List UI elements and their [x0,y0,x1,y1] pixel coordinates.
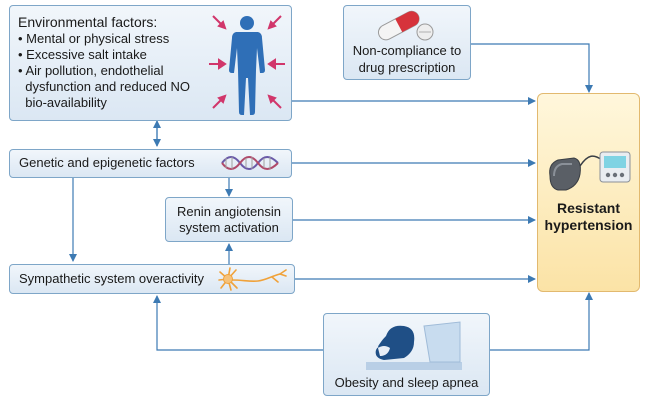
genetic-factors-label: Genetic and epigenetic factors [19,155,195,170]
sympathetic-box: Sympathetic system overactivity [9,264,295,294]
sleep-apnea-icon [366,321,462,370]
environmental-item: dysfunction and reduced NO [18,79,190,94]
renin-angiotensin-box: Renin angiotensin system activation [165,197,293,242]
environmental-factors-title: Environmental factors: [18,14,158,30]
arrow-noncompliance-to-result [471,43,593,93]
arrow-obesity-to-sympathetic [153,295,323,351]
environmental-factors-box: Environmental factors: • Mental or physi… [9,5,292,121]
environmental-item: • Air pollution, endothelial [18,63,164,78]
genetic-factors-box: Genetic and epigenetic factors [9,149,292,178]
obesity-sleep-apnea-box: Obesity and sleep apnea [323,313,490,396]
neuron-icon [218,267,287,291]
noncompliance-line1: Non-compliance to [352,43,462,58]
resistant-hypertension-box: Resistant hypertension [537,93,640,292]
environmental-item: bio-availability [18,95,107,110]
noncompliance-box: Non-compliance to drug prescription [343,5,471,80]
pills-icon [377,10,434,41]
renin-line2: system activation [179,220,279,235]
noncompliance-line2: drug prescription [358,60,456,75]
environmental-item: • Mental or physical stress [18,31,170,46]
result-line2: hypertension [544,217,633,233]
dna-icon [221,156,279,170]
renin-line1: Renin angiotensin [176,204,282,219]
environmental-item: • Excessive salt intake [18,47,147,62]
human-body-icon [209,15,285,115]
sympathetic-label: Sympathetic system overactivity [19,271,204,286]
result-line1: Resistant [556,200,621,216]
arrow-obesity-to-result [490,292,593,351]
blood-pressure-monitor-icon [549,151,631,191]
obesity-label: Obesity and sleep apnea [334,375,479,390]
